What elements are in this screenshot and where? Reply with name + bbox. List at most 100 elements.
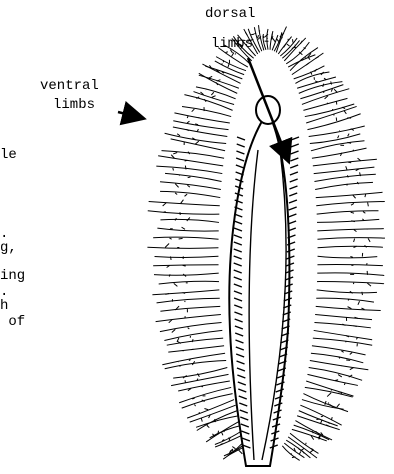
bristle [154,273,219,275]
bristle [160,219,219,222]
bristle [182,394,233,408]
bristle-branch [367,263,368,265]
bristle-branch [361,308,364,309]
bristle-branch [357,182,358,184]
bristle [307,114,360,130]
bristle [157,228,218,231]
bristle [311,353,363,363]
bristle-branch [315,81,318,82]
bristle [155,256,219,257]
bristle [295,421,332,440]
bristle-branch [239,450,243,454]
bristle-branch [325,401,326,405]
bristle [317,229,384,231]
bristle-branch [316,419,320,420]
bristle [232,38,252,60]
bristle-branch [173,153,177,154]
dorsal-limb [290,165,298,168]
bristle [313,159,377,166]
bristle [318,256,378,258]
bristle-branch [354,326,357,327]
bristle-branch [179,238,183,239]
bristle [167,338,223,345]
bristle [160,182,221,190]
bristle-branch [354,239,355,242]
bristle [305,104,354,117]
bristle [317,238,385,240]
bristle-branch [348,162,351,163]
bristle-branch [368,238,370,241]
bristle-branch [188,328,190,329]
bristle-branch [265,34,268,37]
dorsal-limb [288,214,296,217]
bristle-branch [199,412,200,413]
bristle [314,330,372,339]
dorsal-limb [289,200,297,203]
bristle [297,416,340,430]
bristle-branch [312,431,313,433]
dorsal-limb [289,193,297,196]
bristle [276,27,286,53]
bristle [160,306,220,311]
bristle [160,323,222,332]
bristle [158,156,223,166]
bristle-branch [175,193,177,195]
bristle-branch [362,219,363,220]
bristle-branch [298,448,299,450]
bristle-branch [185,166,186,170]
bristle [171,139,225,151]
bristle [162,151,225,159]
bristle [309,368,362,381]
bristle [315,182,373,189]
dorsal-limb [291,144,299,147]
bristle-branch [345,341,346,342]
bristle [272,35,278,50]
bristle [302,400,344,410]
bristle-branch [181,200,184,204]
bristle [160,191,220,197]
bristle-branch [187,121,189,123]
bristle-branch [328,422,330,424]
bristle-branch [246,44,247,45]
bristle-branch [211,92,214,95]
bristle [153,265,218,266]
bristle-branch [321,416,323,417]
bristle-branch [169,274,170,276]
bristle-branch [248,40,250,41]
bristle [171,374,228,385]
bristle-branch [338,135,339,138]
bristle-branch [334,89,337,92]
bristle-branch [192,109,195,112]
bristle-branch [259,31,260,32]
bristle [317,211,379,214]
bristle-branch [170,238,172,239]
bristle-branch [324,78,326,80]
bristle-branch [273,38,276,42]
bristle [168,346,224,352]
bristle [182,107,231,117]
bristle [267,29,268,50]
bristle-branch [188,152,190,154]
dorsal-limb [236,151,244,154]
bristle-branch [341,351,343,353]
ventral-limbs-arrow [118,112,142,118]
bristle-branch [251,34,254,35]
bristle-branch [163,203,167,206]
bristle-branch [175,184,178,188]
bristle [152,290,219,295]
bristle [294,425,330,440]
bristle [314,167,375,173]
bristle-branch [358,301,360,305]
dorsal-limb [290,158,298,161]
bristle-branch [354,230,357,232]
dorsal-limb [289,207,297,210]
bristle [288,437,317,458]
bristle-branch [350,256,353,257]
bristle-branch [363,212,365,214]
bristle-branch [258,35,259,38]
bristle-branch [197,129,198,131]
dorsal-limb [291,151,299,154]
bristle [165,173,222,181]
dorsal-limb [236,158,244,161]
bristle-branch [328,403,329,404]
